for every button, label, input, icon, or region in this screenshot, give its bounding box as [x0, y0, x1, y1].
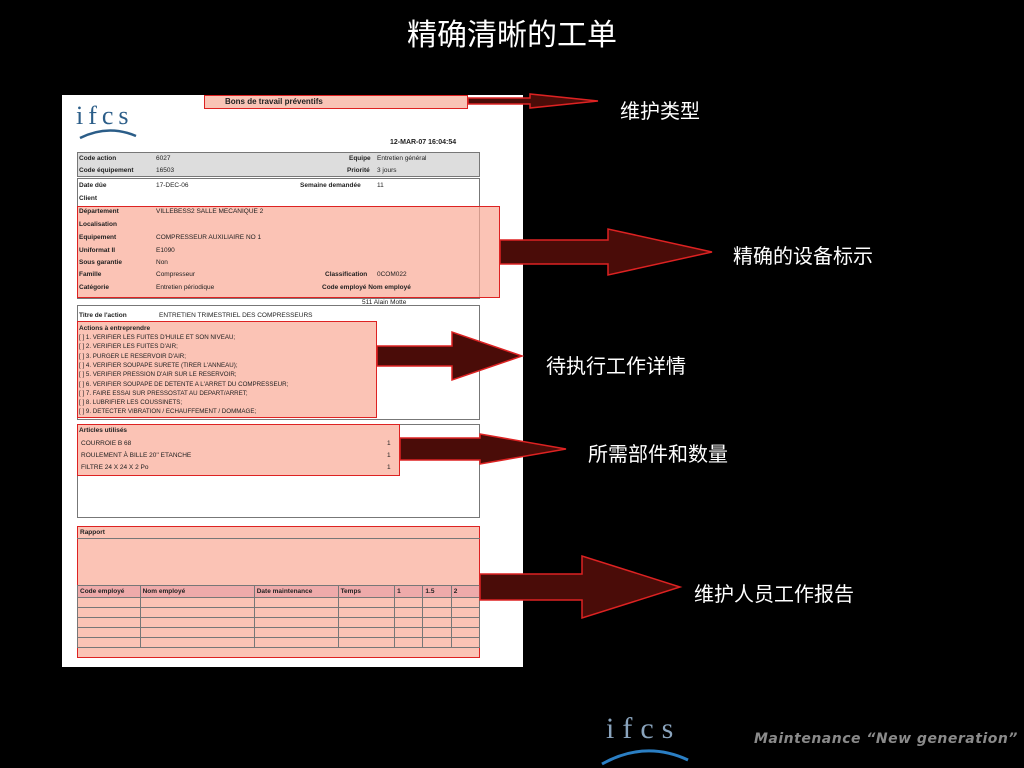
uniformat-label: Uniformat II — [79, 247, 116, 254]
footer-logo: ifcs — [606, 712, 682, 745]
classification-label: Classification — [325, 271, 368, 278]
equipement-label: Equipement — [79, 234, 117, 241]
callout-equipment: 精确的设备标示 — [733, 244, 873, 268]
arrow-equipment — [499, 228, 713, 276]
arrow-parts — [399, 433, 567, 465]
table-cell — [253, 637, 339, 648]
article-qty: 1 — [387, 452, 391, 459]
callout-type: 维护类型 — [620, 99, 700, 123]
article-name: COURROIE B 68 — [81, 440, 132, 447]
equipe-value: Entretien général — [377, 155, 427, 162]
arrow-report — [479, 554, 683, 620]
departement-value: VILLEBESS2 SALLE MECANIQUE 2 — [156, 208, 264, 215]
action-header-box — [77, 152, 480, 177]
action-item: [ ] 7. FAIRE ESSAI SUR PRESSOSTAT AU DEP… — [79, 389, 248, 397]
garantie-value: Non — [156, 259, 168, 266]
table-cell — [450, 637, 481, 648]
action-item: [ ] 6. VERIFIER SOUPAPE DE DETENTE A L'A… — [79, 380, 289, 388]
rapport-area — [77, 538, 480, 584]
departement-label: Département — [79, 208, 119, 215]
titre-value: ENTRETIEN TRIMESTRIEL DES COMPRESSEURS — [159, 312, 313, 319]
employe-value: 511 Alain Motte — [362, 299, 407, 306]
article-qty: 1 — [387, 440, 391, 447]
code-action-label: Code action — [79, 155, 117, 162]
table-row — [77, 637, 481, 648]
table-header-cell: 1 — [394, 585, 424, 598]
action-item: [ ] 8. LUBRIFIER LES COUSSINETS; — [79, 399, 183, 407]
categorie-value: Entretien périodique — [156, 284, 215, 291]
action-item: [ ] 3. PURGER LE RESERVOIR D'AIR; — [79, 352, 186, 360]
code-equipement-label: Code équipement — [79, 167, 134, 174]
arrow-work — [376, 330, 525, 382]
action-item: [ ] 1. VERIFIER LES FUITES D'HUILE ET SO… — [79, 334, 236, 341]
date-due-value: 17-DEC-06 — [156, 182, 189, 189]
callout-work: 待执行工作详情 — [546, 354, 686, 378]
doc-timestamp: 12-MAR-07 16:04:54 — [390, 139, 457, 146]
action-item: [ ] 9. DETECTER VIBRATION / ECHAUFFEMENT… — [79, 408, 257, 416]
classification-value: 0COM022 — [377, 271, 407, 278]
famille-value: Compresseur — [156, 271, 196, 278]
code-employe-label: Code employé Nom employé — [322, 284, 411, 291]
equipe-label: Equipe — [349, 155, 371, 162]
code-action-value: 6027 — [156, 155, 171, 162]
table-cell — [139, 637, 255, 648]
code-equipement-value: 16503 — [156, 167, 175, 174]
footer-tagline: Maintenance “New generation” — [754, 731, 1018, 747]
table-header-cell: Code employé — [77, 585, 141, 598]
article-qty: 1 — [387, 464, 391, 471]
localisation-label: Localisation — [79, 221, 117, 228]
callout-report: 维护人员工作报告 — [694, 582, 854, 606]
categorie-label: Catégorie — [79, 284, 109, 291]
arrow-type — [467, 93, 599, 109]
date-due-label: Date dûe — [79, 182, 107, 189]
priorite-label: Priorité — [347, 167, 370, 174]
action-item: [ ] 4. VERIFIER SOUPAPE SURETE (TIRER L'… — [79, 361, 238, 369]
logo-swoosh-icon — [79, 129, 137, 140]
action-item: [ ] 5. VERIFIER PRESSION D'AIR SUR LE RE… — [79, 371, 237, 379]
priorite-value: 3 jours — [377, 167, 397, 174]
table-header-cell: Temps — [337, 585, 396, 598]
equipment-highlight — [77, 206, 500, 298]
doc-logo: ifcs — [76, 101, 134, 130]
action-item: [ ] 2. VERIFIER LES FUITES D'AIR; — [79, 343, 178, 351]
uniformat-value: E1090 — [156, 247, 175, 254]
equipement-value: COMPRESSEUR AUXILIAIRE NO 1 — [156, 234, 262, 241]
actions-label: Actions à entreprendre — [79, 325, 151, 332]
semaine-value: 11 — [377, 182, 384, 189]
slide-title: 精确清晰的工单 — [407, 18, 617, 53]
famille-label: Famille — [79, 271, 102, 278]
semaine-label: Semaine demandée — [300, 182, 361, 189]
footer-swoosh-icon — [601, 749, 689, 766]
article-name: ROULEMENT À BILLE 20'' ETANCHE — [81, 452, 192, 459]
garantie-label: Sous garantie — [79, 259, 122, 266]
work-order-document: ifcs Bons de travail préventifs 12-MAR-0… — [62, 95, 523, 667]
actions-highlight — [77, 321, 377, 418]
articles-highlight — [77, 424, 400, 476]
doc-header-title: Bons de travail préventifs — [204, 95, 468, 109]
rapport-label: Rapport — [80, 529, 105, 536]
callout-parts: 所需部件和数量 — [588, 442, 728, 466]
client-label: Client — [79, 195, 98, 202]
titre-label: Titre de l'action — [79, 312, 127, 319]
articles-label: Articles utilisés — [79, 427, 128, 434]
article-name: FILTRE 24 X 24 X 2 Po — [81, 464, 149, 471]
